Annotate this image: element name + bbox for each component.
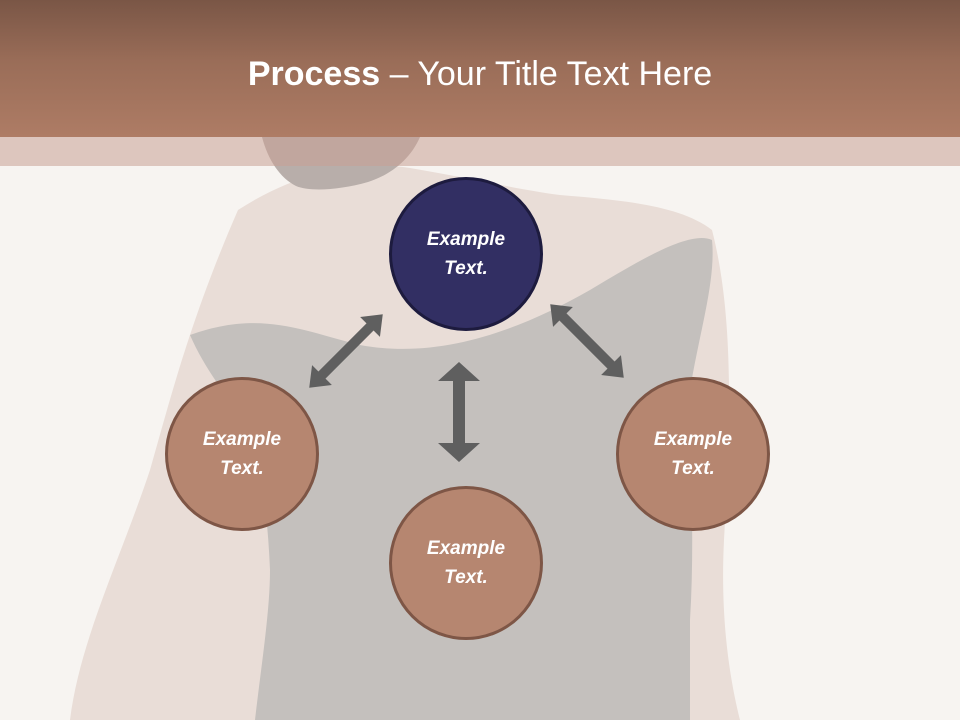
header-bar <box>0 0 960 137</box>
node-top: Example Text. <box>389 177 543 331</box>
node-bottom: Example Text. <box>389 486 543 640</box>
node-right: Example Text. <box>616 377 770 531</box>
double-arrow-right <box>550 304 624 378</box>
dress <box>190 238 713 720</box>
node-left-text: Example Text. <box>202 429 282 479</box>
slide-title: Process – Your Title Text Here <box>0 50 960 98</box>
title-rest: – Your Title Text Here <box>380 55 713 93</box>
node-right-text: Example Text. <box>653 429 733 479</box>
double-arrow-vertical <box>438 362 480 462</box>
node-bottom-text: Example Text. <box>426 538 506 588</box>
title-bold: Process <box>247 55 381 93</box>
double-arrow-left <box>309 314 383 388</box>
node-left: Example Text. <box>165 377 319 531</box>
header-band <box>0 137 960 166</box>
node-top-text: Example Text. <box>426 229 506 279</box>
